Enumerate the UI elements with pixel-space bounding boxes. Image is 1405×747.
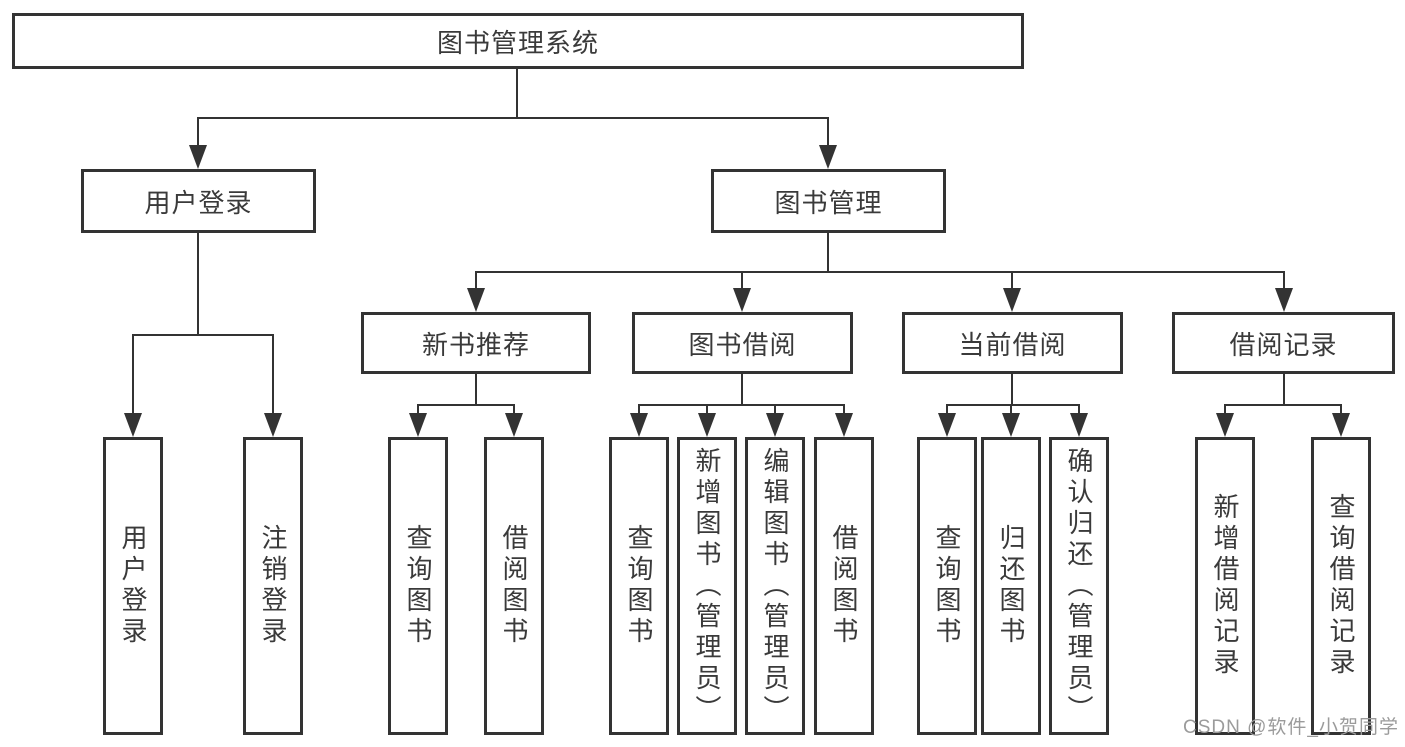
connector-line [946, 405, 948, 417]
arrowhead-down-icon [409, 413, 427, 437]
connector-line [1010, 405, 1012, 417]
node-label: 图书管理 [774, 187, 883, 218]
node-label: 借阅图书 [829, 524, 859, 648]
node-label: 查询图书 [403, 524, 433, 648]
connector-line [197, 233, 199, 335]
node-borrow-books: 借阅图书 [814, 437, 874, 735]
connector-line [417, 404, 515, 406]
node-user-login-branch: 用户登录 [81, 169, 316, 233]
arrowhead-down-icon [698, 413, 716, 437]
connector-line [1224, 404, 1342, 406]
arrowhead-down-icon [819, 145, 837, 169]
connector-line [475, 374, 477, 405]
connector-line [1283, 374, 1285, 405]
node-query-books: 查询图书 [609, 437, 669, 735]
arrowhead-down-icon [733, 288, 751, 312]
arrowhead-down-icon [505, 413, 523, 437]
connector-line [741, 374, 743, 405]
node-user-login-action: 用户登录 [103, 437, 163, 735]
node-label: 借阅图书 [499, 524, 529, 648]
node-label: 注销登录 [258, 524, 288, 648]
connector-line [1283, 272, 1285, 292]
connector-line [272, 335, 274, 417]
node-query-books: 查询图书 [917, 437, 977, 735]
connector-line [638, 405, 640, 417]
node-label: 新书推荐 [421, 329, 530, 360]
arrowhead-down-icon [1275, 288, 1293, 312]
node-confirm-return-admin: 确认归还（管理员） [1049, 437, 1109, 735]
node-label: 查询图书 [624, 524, 654, 648]
node-query-borrow-record: 查询借阅记录 [1311, 437, 1371, 735]
connector-line [1340, 405, 1342, 417]
arrowhead-down-icon [1216, 413, 1234, 437]
node-label: 确认归还（管理员） [1064, 446, 1094, 726]
node-current-borrowing: 当前借阅 [902, 312, 1123, 374]
node-label: 用户登录 [144, 187, 253, 218]
connector-line [843, 405, 845, 417]
connector-line [513, 405, 515, 417]
node-label: 查询借阅记录 [1326, 493, 1356, 679]
arrowhead-down-icon [1332, 413, 1350, 437]
node-book-borrowing: 图书借阅 [632, 312, 853, 374]
arrowhead-down-icon [467, 288, 485, 312]
node-label: 借阅记录 [1229, 329, 1338, 360]
csdn-watermark: CSDN @软件_小贺同学 [1183, 717, 1399, 738]
node-new-book-recommendation: 新书推荐 [361, 312, 591, 374]
connector-line [706, 405, 708, 417]
arrowhead-down-icon [835, 413, 853, 437]
connector-line [946, 404, 1080, 406]
arrowhead-down-icon [189, 145, 207, 169]
arrowhead-down-icon [630, 413, 648, 437]
connector-line [132, 335, 134, 417]
arrowhead-down-icon [124, 413, 142, 437]
node-borrowing-records: 借阅记录 [1172, 312, 1395, 374]
arrowhead-down-icon [1003, 288, 1021, 312]
connector-line [827, 233, 829, 272]
node-label: 新增图书（管理员） [692, 446, 722, 726]
connector-line [1011, 272, 1013, 292]
arrowhead-down-icon [264, 413, 282, 437]
node-add-borrow-record: 新增借阅记录 [1195, 437, 1255, 735]
connector-line [132, 334, 274, 336]
node-query-books: 查询图书 [388, 437, 448, 735]
node-library-management-system: 图书管理系统 [12, 13, 1024, 69]
connector-line [774, 405, 776, 417]
arrowhead-down-icon [766, 413, 784, 437]
arrowhead-down-icon [1002, 413, 1020, 437]
connector-line [1011, 374, 1013, 405]
connector-line [516, 69, 518, 118]
connector-line [827, 118, 829, 149]
node-edit-books-admin: 编辑图书（管理员） [745, 437, 805, 735]
connector-line [197, 118, 199, 149]
node-label: 图书借阅 [688, 329, 797, 360]
node-label: 用户登录 [118, 524, 148, 648]
connector-line [475, 271, 1285, 273]
connector-line [417, 405, 419, 417]
connector-line [197, 117, 829, 119]
node-logout-action: 注销登录 [243, 437, 303, 735]
arrowhead-down-icon [1070, 413, 1088, 437]
connector-line [1078, 405, 1080, 417]
node-label: 新增借阅记录 [1210, 493, 1240, 679]
connector-line [475, 272, 477, 292]
node-label: 编辑图书（管理员） [760, 446, 790, 726]
connector-line [1224, 405, 1226, 417]
node-label: 当前借阅 [958, 329, 1067, 360]
node-borrow-books: 借阅图书 [484, 437, 544, 735]
node-label: 归还图书 [996, 524, 1026, 648]
node-label: 图书管理系统 [436, 27, 599, 58]
arrowhead-down-icon [938, 413, 956, 437]
node-book-management: 图书管理 [711, 169, 946, 233]
connector-line [741, 272, 743, 292]
node-add-books-admin: 新增图书（管理员） [677, 437, 737, 735]
node-label: 查询图书 [932, 524, 962, 648]
node-return-books: 归还图书 [981, 437, 1041, 735]
connector-line [638, 404, 845, 406]
